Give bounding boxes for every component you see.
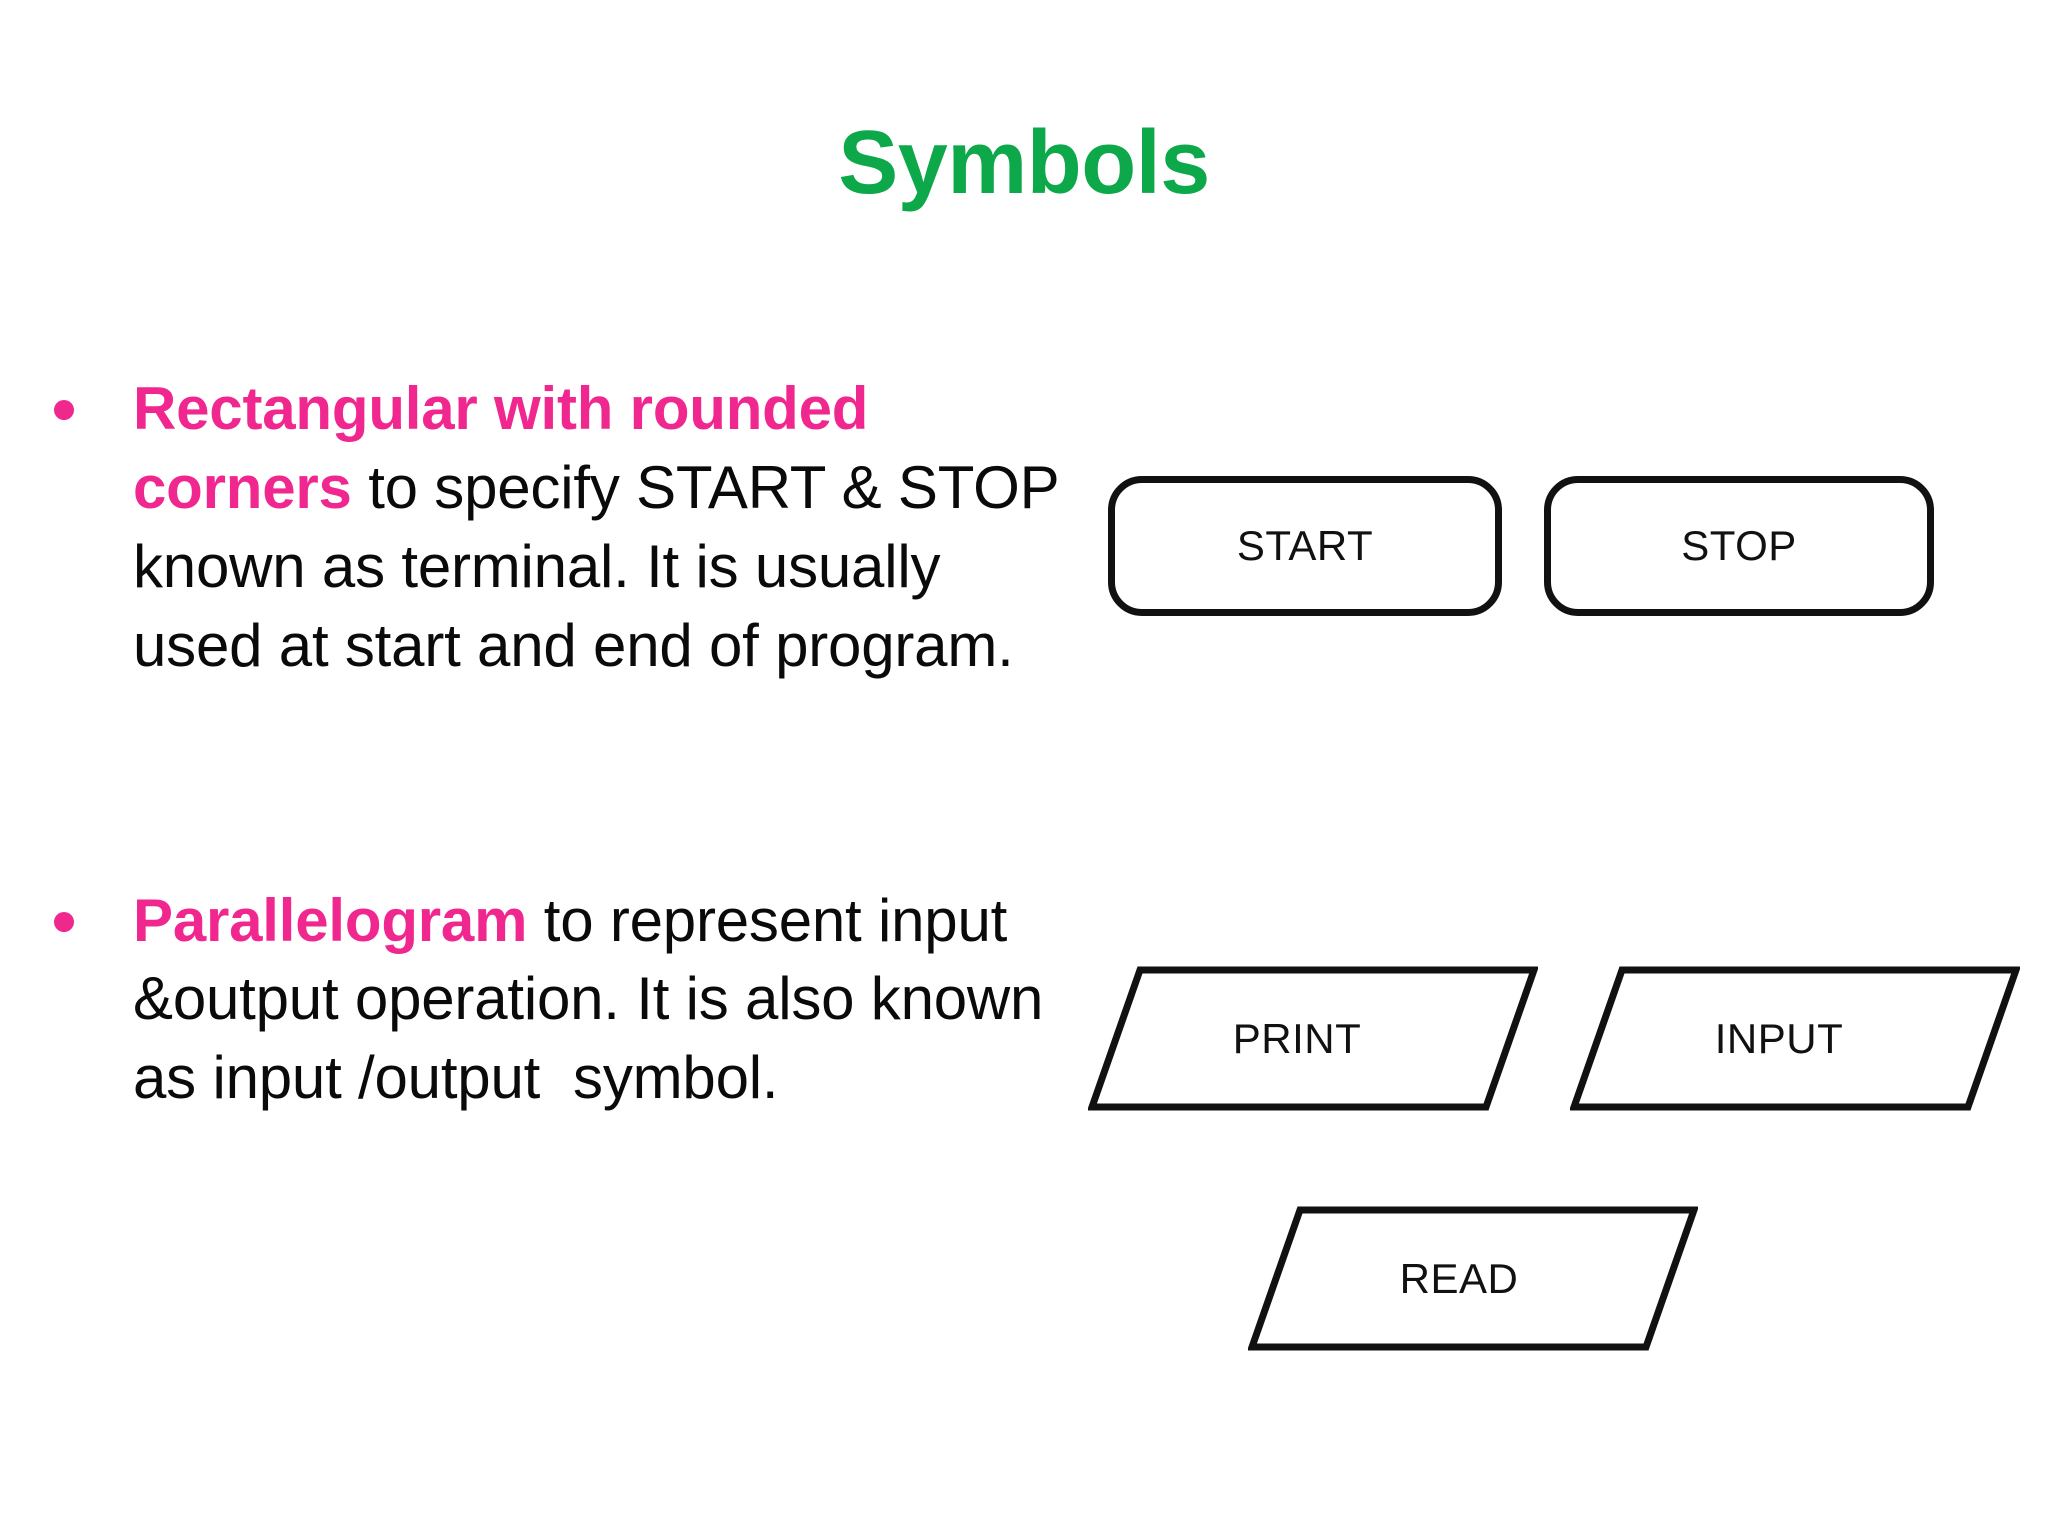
- shape-label-read: READ: [1399, 1254, 1519, 1302]
- bullet-lead-text: Rectangular with rounded corners: [133, 375, 885, 521]
- bullet-item-text: Rectangular with rounded corners to spec…: [133, 370, 1070, 686]
- bullet-body-text: to specify START & STOP known as termina…: [133, 453, 1075, 679]
- flowchart-shape-print: PRINT: [1088, 966, 1538, 1111]
- flowchart-shape-input: INPUT: [1570, 966, 2020, 1111]
- shape-label-input: INPUT: [1714, 1014, 1844, 1062]
- list-item: Rectangular with rounded corners to spec…: [40, 370, 1070, 686]
- parallelogram-outline-icon: [1088, 966, 1538, 1111]
- flowchart-shape-read: READ: [1248, 1206, 1698, 1351]
- bullet-lead-text: Parallelogram: [133, 886, 528, 954]
- bullet-list: Rectangular with rounded corners to spec…: [40, 370, 1070, 1118]
- shape-label-start: START: [1236, 522, 1374, 569]
- flowchart-shape-stop: STOP: [1544, 476, 1934, 616]
- bullet-marker-icon: [54, 911, 74, 932]
- page-title: Symbols: [838, 113, 1210, 213]
- list-item: Parallelogram to represent input &output…: [40, 882, 1070, 1119]
- shape-label-stop: STOP: [1681, 522, 1797, 569]
- flowchart-shape-start: START: [1108, 476, 1502, 616]
- parallelogram-outline-icon: [1248, 1206, 1698, 1351]
- bullet-marker-icon: [54, 400, 74, 420]
- shape-label-print: PRINT: [1232, 1014, 1362, 1062]
- bullet-item-text: Parallelogram to represent input &output…: [133, 882, 1070, 1119]
- parallelogram-outline-icon: [1570, 966, 2020, 1111]
- bullet-body-text: to represent input &output operation. It…: [133, 886, 1060, 1112]
